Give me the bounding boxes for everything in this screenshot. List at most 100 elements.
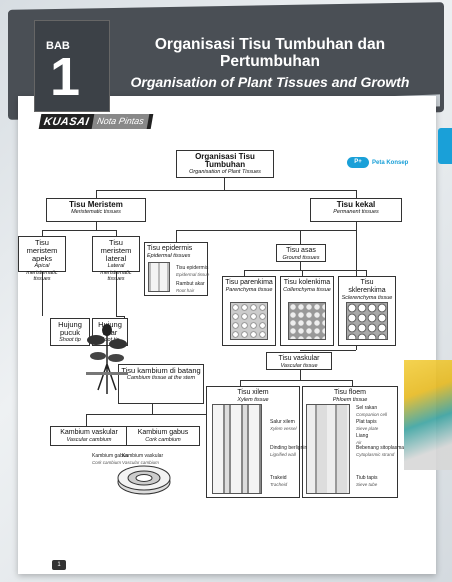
sklerenkima-title: Tisu sklerenkima xyxy=(348,279,386,294)
kolenkima-title: Tisu kolenkima xyxy=(283,279,331,286)
gabus-en: Cork cambium xyxy=(92,459,122,465)
kambium-gabus-title: Kambium gabus xyxy=(137,429,189,436)
parenchyma-image xyxy=(230,302,268,340)
vaskular-title: Tisu vaskular xyxy=(278,355,320,362)
xylem-label-en: Tracheid xyxy=(270,481,288,487)
connector xyxy=(300,262,301,270)
tisu-epi-label: Tisu epidermis xyxy=(176,265,209,271)
side-tab[interactable] xyxy=(438,128,452,164)
connector xyxy=(42,230,43,236)
sklerenkima-subtitle: Sclerenchyma tissue xyxy=(341,295,393,301)
phloem-label-en: Cytoplasmic strand xyxy=(356,451,395,457)
xylem-label-en: Lignified wall xyxy=(270,451,296,457)
floem-subtitle: Phloem tissue xyxy=(332,397,368,403)
rambut-en: Root hair xyxy=(176,287,195,293)
connector xyxy=(300,230,301,244)
kuasai-label: KUASAI xyxy=(42,115,91,128)
pucuk-subtitle: Shoot tip xyxy=(59,337,81,343)
asas-title: Tisu asas xyxy=(286,247,316,254)
xylem-label-text: Trakeid xyxy=(270,475,287,481)
connector xyxy=(356,222,357,230)
phloem-label-en: Companion cell xyxy=(356,411,388,417)
connector xyxy=(42,272,43,316)
vaskular-subtitle: Vascular tissue xyxy=(280,363,318,369)
floem-title: Tisu floem xyxy=(333,389,367,396)
page-title: Organisasi Tisu Tumbuhan dan Pertumbuhan xyxy=(154,36,386,70)
connector xyxy=(86,414,218,415)
connector xyxy=(86,414,87,426)
epidermis-image xyxy=(148,262,170,292)
parenkima-title: Tisu parenkima xyxy=(225,279,273,286)
connector xyxy=(244,270,245,276)
peta-icon: P+ xyxy=(347,157,369,168)
apeks-subtitle: Apical meristematic tissues xyxy=(26,263,58,282)
phloem-label-text: Liang xyxy=(356,433,369,439)
lateral-subtitle: Lateral meristematic tissues xyxy=(100,263,132,282)
meristem-subtitle: Meristematic tissues xyxy=(71,209,121,215)
connector xyxy=(244,270,366,271)
connector xyxy=(176,230,356,231)
stem-cylinder-illustration xyxy=(117,465,171,495)
connector xyxy=(224,178,225,190)
phloem-label-text: Tiub tapis xyxy=(356,475,378,481)
kekal-title: Tisu kekal xyxy=(336,200,376,209)
phloem-label-en: Sieve plate xyxy=(356,425,379,431)
page-number: 1 xyxy=(52,560,66,570)
kambium-gabus-subtitle: Cork cambium xyxy=(145,437,181,443)
kambium-vaskular-title: Kambium vaskular xyxy=(60,429,118,436)
xilem-subtitle: Xylem tissue xyxy=(237,397,269,403)
connector xyxy=(240,380,352,381)
nota-label: Nota Pintas xyxy=(91,114,150,129)
phloem-image xyxy=(306,404,350,494)
pucuk-title: Hujung pucuk xyxy=(58,320,82,337)
connector xyxy=(176,230,177,242)
epidermis-subtitle: Epidermal tissues xyxy=(147,253,191,259)
vask-ms: Kambium vaskular xyxy=(122,453,164,459)
lateral-title: Tisu meristem lateral xyxy=(100,238,132,263)
rambut-label: Rambut akar xyxy=(176,281,205,287)
akar-subtitle: Root tip xyxy=(100,337,120,343)
connector xyxy=(352,380,353,386)
xylem-label-text: Salur xilem xyxy=(270,419,295,425)
connector xyxy=(42,230,116,231)
collenchyma-image xyxy=(288,302,326,340)
vask-en: Vascular cambium xyxy=(122,459,159,465)
page-title-english: Organisation of Plant Tissues and Growth xyxy=(130,74,410,90)
xylem-image xyxy=(212,404,262,494)
phloem-label-text: Sel rakan xyxy=(356,405,378,411)
connector xyxy=(96,190,356,191)
connector xyxy=(116,316,124,317)
apeks-title: Tisu meristem apeks xyxy=(26,238,58,263)
xylem-label-en: Xylem vessel xyxy=(270,425,297,431)
peta-konsep-link[interactable]: P+Peta Konsep xyxy=(347,157,408,168)
chapter-number-box xyxy=(34,20,110,112)
phloem-label-en: Air xyxy=(356,439,362,445)
parenkima-subtitle: Parenchyma tissue xyxy=(225,287,273,293)
connector xyxy=(240,380,241,386)
connector xyxy=(302,270,303,276)
asas-subtitle: Ground tissues xyxy=(282,255,320,261)
root-subtitle: Organisation of Plant Tissues xyxy=(189,169,261,175)
epidermis-title: Tisu epidermis xyxy=(147,245,193,252)
kambium-vaskular-subtitle: Vascular cambium xyxy=(66,437,112,443)
